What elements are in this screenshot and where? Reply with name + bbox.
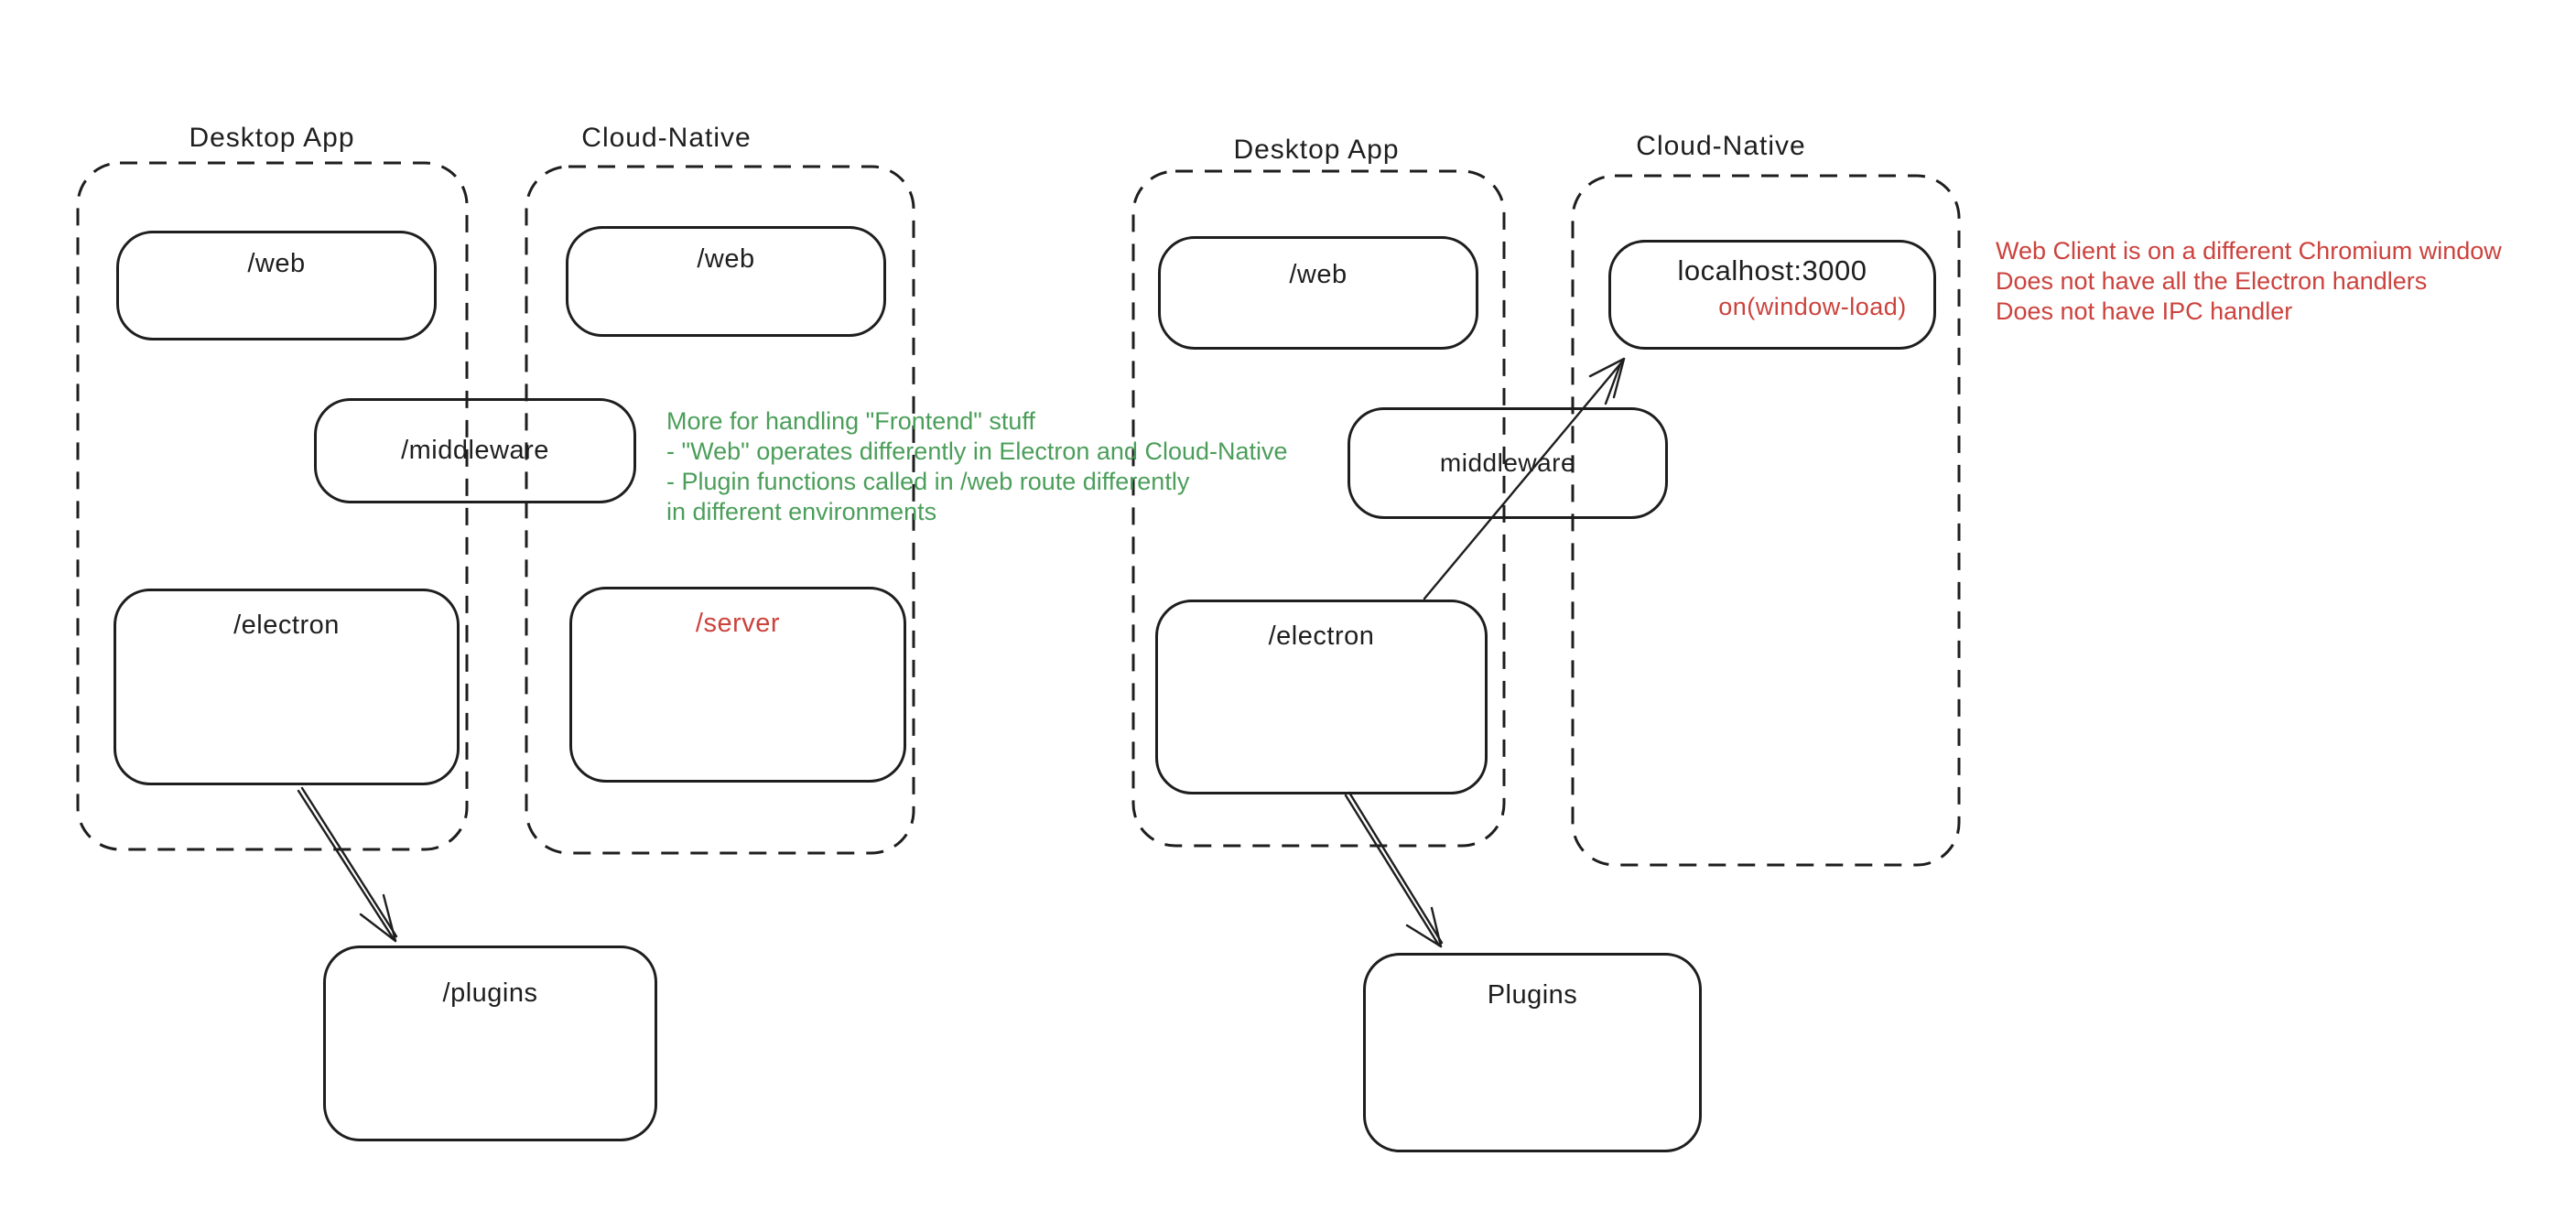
right-electron-label: /electron [1268,621,1375,651]
right-localhost-box: localhost:3000 on(window-load) [1608,240,1936,350]
left-cloud-native-title: Cloud-Native [581,123,752,153]
green-annotation: More for handling "Frontend" stuff - "We… [666,406,1288,527]
right-middleware-label: middleware [1439,448,1576,477]
left-desktop-app-title: Desktop App [189,123,355,153]
red-annotation-line: Web Client is on a different Chromium wi… [1996,237,2502,265]
left-plugins-label: /plugins [442,978,538,1008]
right-plugins-label: Plugins [1487,980,1578,1010]
right-plugins-box: Plugins [1363,953,1702,1152]
right-window-load-label: on(window-load) [1718,293,1907,321]
left-cloud-web-label: /web [697,244,755,274]
green-annotation-line: in different environments [666,498,937,525]
left-desktop-web-label: /web [247,249,306,278]
red-annotation: Web Client is on a different Chromium wi… [1996,236,2502,327]
right-desktop-web-label: /web [1289,260,1348,289]
green-annotation-line: More for handling "Frontend" stuff [666,407,1035,435]
right-desktop-web-box: /web [1158,236,1478,350]
left-cloud-web-box: /web [566,226,886,337]
right-electron-box: /electron [1155,600,1488,794]
left-server-box: /server [569,587,906,783]
left-middleware-label: /middleware [401,435,549,465]
right-middleware-box: middleware [1348,407,1668,519]
red-annotation-line: Does not have all the Electron handlers [1996,267,2428,295]
right-desktop-app-title: Desktop App [1233,135,1400,165]
arrow-right-electron-to-plugins [1344,791,1444,948]
left-electron-label: /electron [233,611,340,640]
green-annotation-line: - Plugin functions called in /web route … [666,468,1190,495]
left-middleware-box: /middleware [314,398,636,503]
left-desktop-web-box: /web [116,231,437,340]
green-annotation-line: - "Web" operates differently in Electron… [666,438,1288,465]
arrow-left-electron-to-plugins [297,786,398,943]
left-electron-box: /electron [114,589,460,785]
left-plugins-box: /plugins [323,946,657,1141]
right-localhost-label: localhost:3000 [1677,254,1867,286]
red-annotation-line: Does not have IPC handler [1996,297,2293,325]
left-server-label: /server [695,609,781,638]
right-cloud-native-title: Cloud-Native [1636,131,1806,161]
